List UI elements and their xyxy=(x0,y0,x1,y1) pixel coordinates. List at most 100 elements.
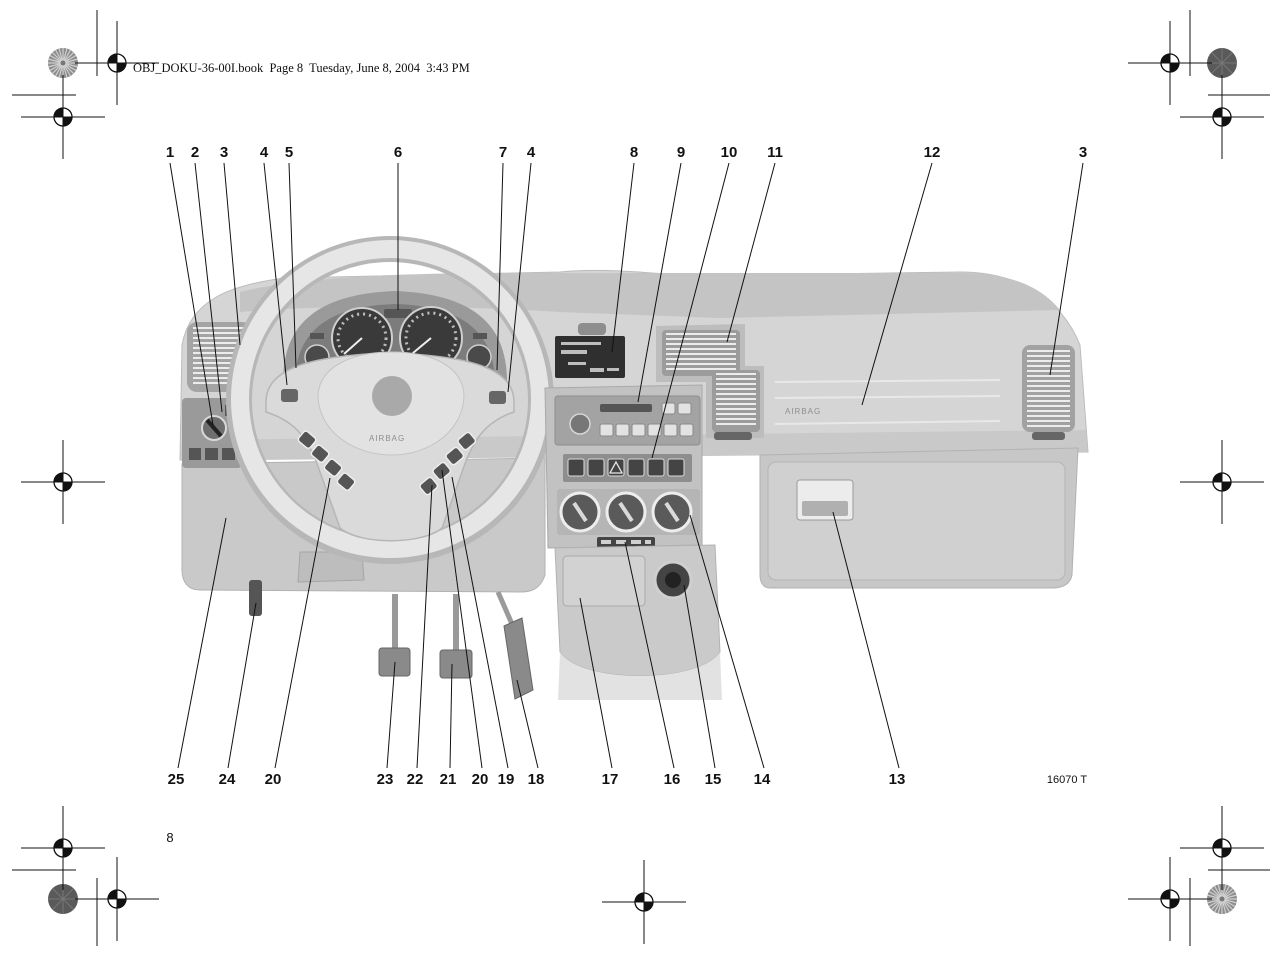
knob-pointer xyxy=(618,501,634,523)
file-info-header: OBJ_DOKU-36-00I.book Page 8 Tuesday, Jun… xyxy=(133,61,470,75)
callout-number: 2 xyxy=(191,144,199,161)
knob-pointer xyxy=(572,501,588,523)
callout-number: 4 xyxy=(527,144,536,161)
glovebox-handle-recess xyxy=(802,501,848,516)
callout-number: 16 xyxy=(664,771,681,788)
light-switch-pointer xyxy=(205,418,223,438)
wheel-button xyxy=(445,446,465,466)
callout-number: 20 xyxy=(472,771,489,788)
wheel-button xyxy=(457,431,477,451)
panel-button xyxy=(205,448,218,460)
callout-number: 12 xyxy=(924,144,941,161)
right-air-vent-thumbwheel xyxy=(1032,432,1065,440)
brake-pedal xyxy=(439,649,473,679)
steering-wheel-left-buttons xyxy=(297,430,356,492)
cluster-indicator xyxy=(310,333,324,339)
center-air-vent-lower xyxy=(712,370,760,432)
hazard-switch xyxy=(607,458,625,477)
figure-number: 16070 T xyxy=(1047,774,1087,786)
callout-number: 20 xyxy=(265,771,282,788)
right-air-vent xyxy=(1022,345,1075,432)
callout-numbers-top: 1 2 3 4 5 6 7 4 8 9 10 11 12 3 xyxy=(166,144,1087,161)
accelerator-pedal-arm xyxy=(495,590,515,626)
leader-line xyxy=(194,162,223,413)
crosshair-mark xyxy=(74,856,160,942)
registration-marks xyxy=(12,10,1270,946)
leader-line xyxy=(449,663,453,769)
crosshair-mark xyxy=(20,439,106,525)
strip-marking xyxy=(616,540,626,544)
leader-line xyxy=(507,162,532,393)
callout-number: 13 xyxy=(889,771,906,788)
trim-lines xyxy=(12,10,1270,946)
steering-wheel-right-buttons xyxy=(419,431,477,496)
leader-line xyxy=(637,162,682,403)
radio-button xyxy=(615,423,630,437)
callout-number: 3 xyxy=(220,144,228,161)
leader-line xyxy=(1049,162,1084,376)
callout-number: 18 xyxy=(528,771,545,788)
wheel-button xyxy=(323,458,343,478)
radio-button xyxy=(647,423,662,437)
display-segment xyxy=(590,368,604,372)
radio-cassette-slot xyxy=(600,404,652,412)
callout-number: 25 xyxy=(168,771,185,788)
leader-line xyxy=(263,162,288,386)
leader-line xyxy=(416,484,433,769)
right-air-vent-slats xyxy=(1027,350,1070,427)
strip-marking xyxy=(601,540,611,544)
panel-button xyxy=(222,448,235,460)
passenger-airbag-label: AIRBAG xyxy=(785,407,821,416)
leader-line xyxy=(496,162,504,371)
radio-preset-buttons xyxy=(599,402,694,437)
callout-number: 3 xyxy=(1079,144,1087,161)
callout-numbers-bottom: 25 24 20 23 22 21 20 19 18 17 16 15 14 1… xyxy=(168,771,906,788)
wheel-button xyxy=(297,430,317,450)
display-segment xyxy=(607,368,619,371)
crosshair-mark xyxy=(601,859,687,945)
steering-wheel-right-switch xyxy=(489,391,506,404)
callout-number: 1 xyxy=(166,144,174,161)
info-display-housing xyxy=(578,323,606,335)
center-air-vent-upper-slats xyxy=(666,333,736,370)
leader-line xyxy=(516,679,539,769)
knob-pointer xyxy=(664,501,680,523)
color-wheel-mark xyxy=(47,47,79,79)
radio-button xyxy=(677,402,692,415)
page-number: 8 xyxy=(166,830,173,845)
leader-line xyxy=(386,661,396,769)
leader-line xyxy=(611,162,635,353)
callout-number: 8 xyxy=(630,144,638,161)
hazard-triangle-icon xyxy=(608,460,624,474)
info-display xyxy=(555,336,625,378)
steering-wheel-rim xyxy=(231,240,549,558)
climate-strip-markings xyxy=(601,540,651,544)
warning-lights-strip xyxy=(384,309,412,318)
leader-line xyxy=(451,476,509,769)
radio-button xyxy=(631,423,646,437)
panel-button xyxy=(189,448,201,460)
display-segment xyxy=(561,342,601,345)
passenger-airbag-panel xyxy=(774,379,1001,425)
console-tunnel xyxy=(558,652,722,700)
console-switch xyxy=(627,458,645,477)
leader-line xyxy=(441,469,483,769)
callout-number: 4 xyxy=(260,144,269,161)
leader-line xyxy=(274,477,331,769)
radio-button xyxy=(679,423,694,437)
leader-line xyxy=(832,511,900,769)
leader-line xyxy=(169,162,214,426)
callout-number: 22 xyxy=(407,771,424,788)
strip-marking xyxy=(631,540,641,544)
callout-leader-lines xyxy=(169,162,1084,769)
callout-number: 10 xyxy=(721,144,738,161)
leader-line xyxy=(861,162,933,406)
callout-number: 7 xyxy=(499,144,507,161)
leader-line xyxy=(223,162,241,346)
switch-bank-buttons xyxy=(567,458,685,477)
wheel-button xyxy=(310,444,330,464)
callout-number: 15 xyxy=(705,771,722,788)
steering-wheel-airbag-label: AIRBAG xyxy=(369,434,405,443)
crosshair-mark xyxy=(20,805,106,891)
radio-button xyxy=(599,423,614,437)
